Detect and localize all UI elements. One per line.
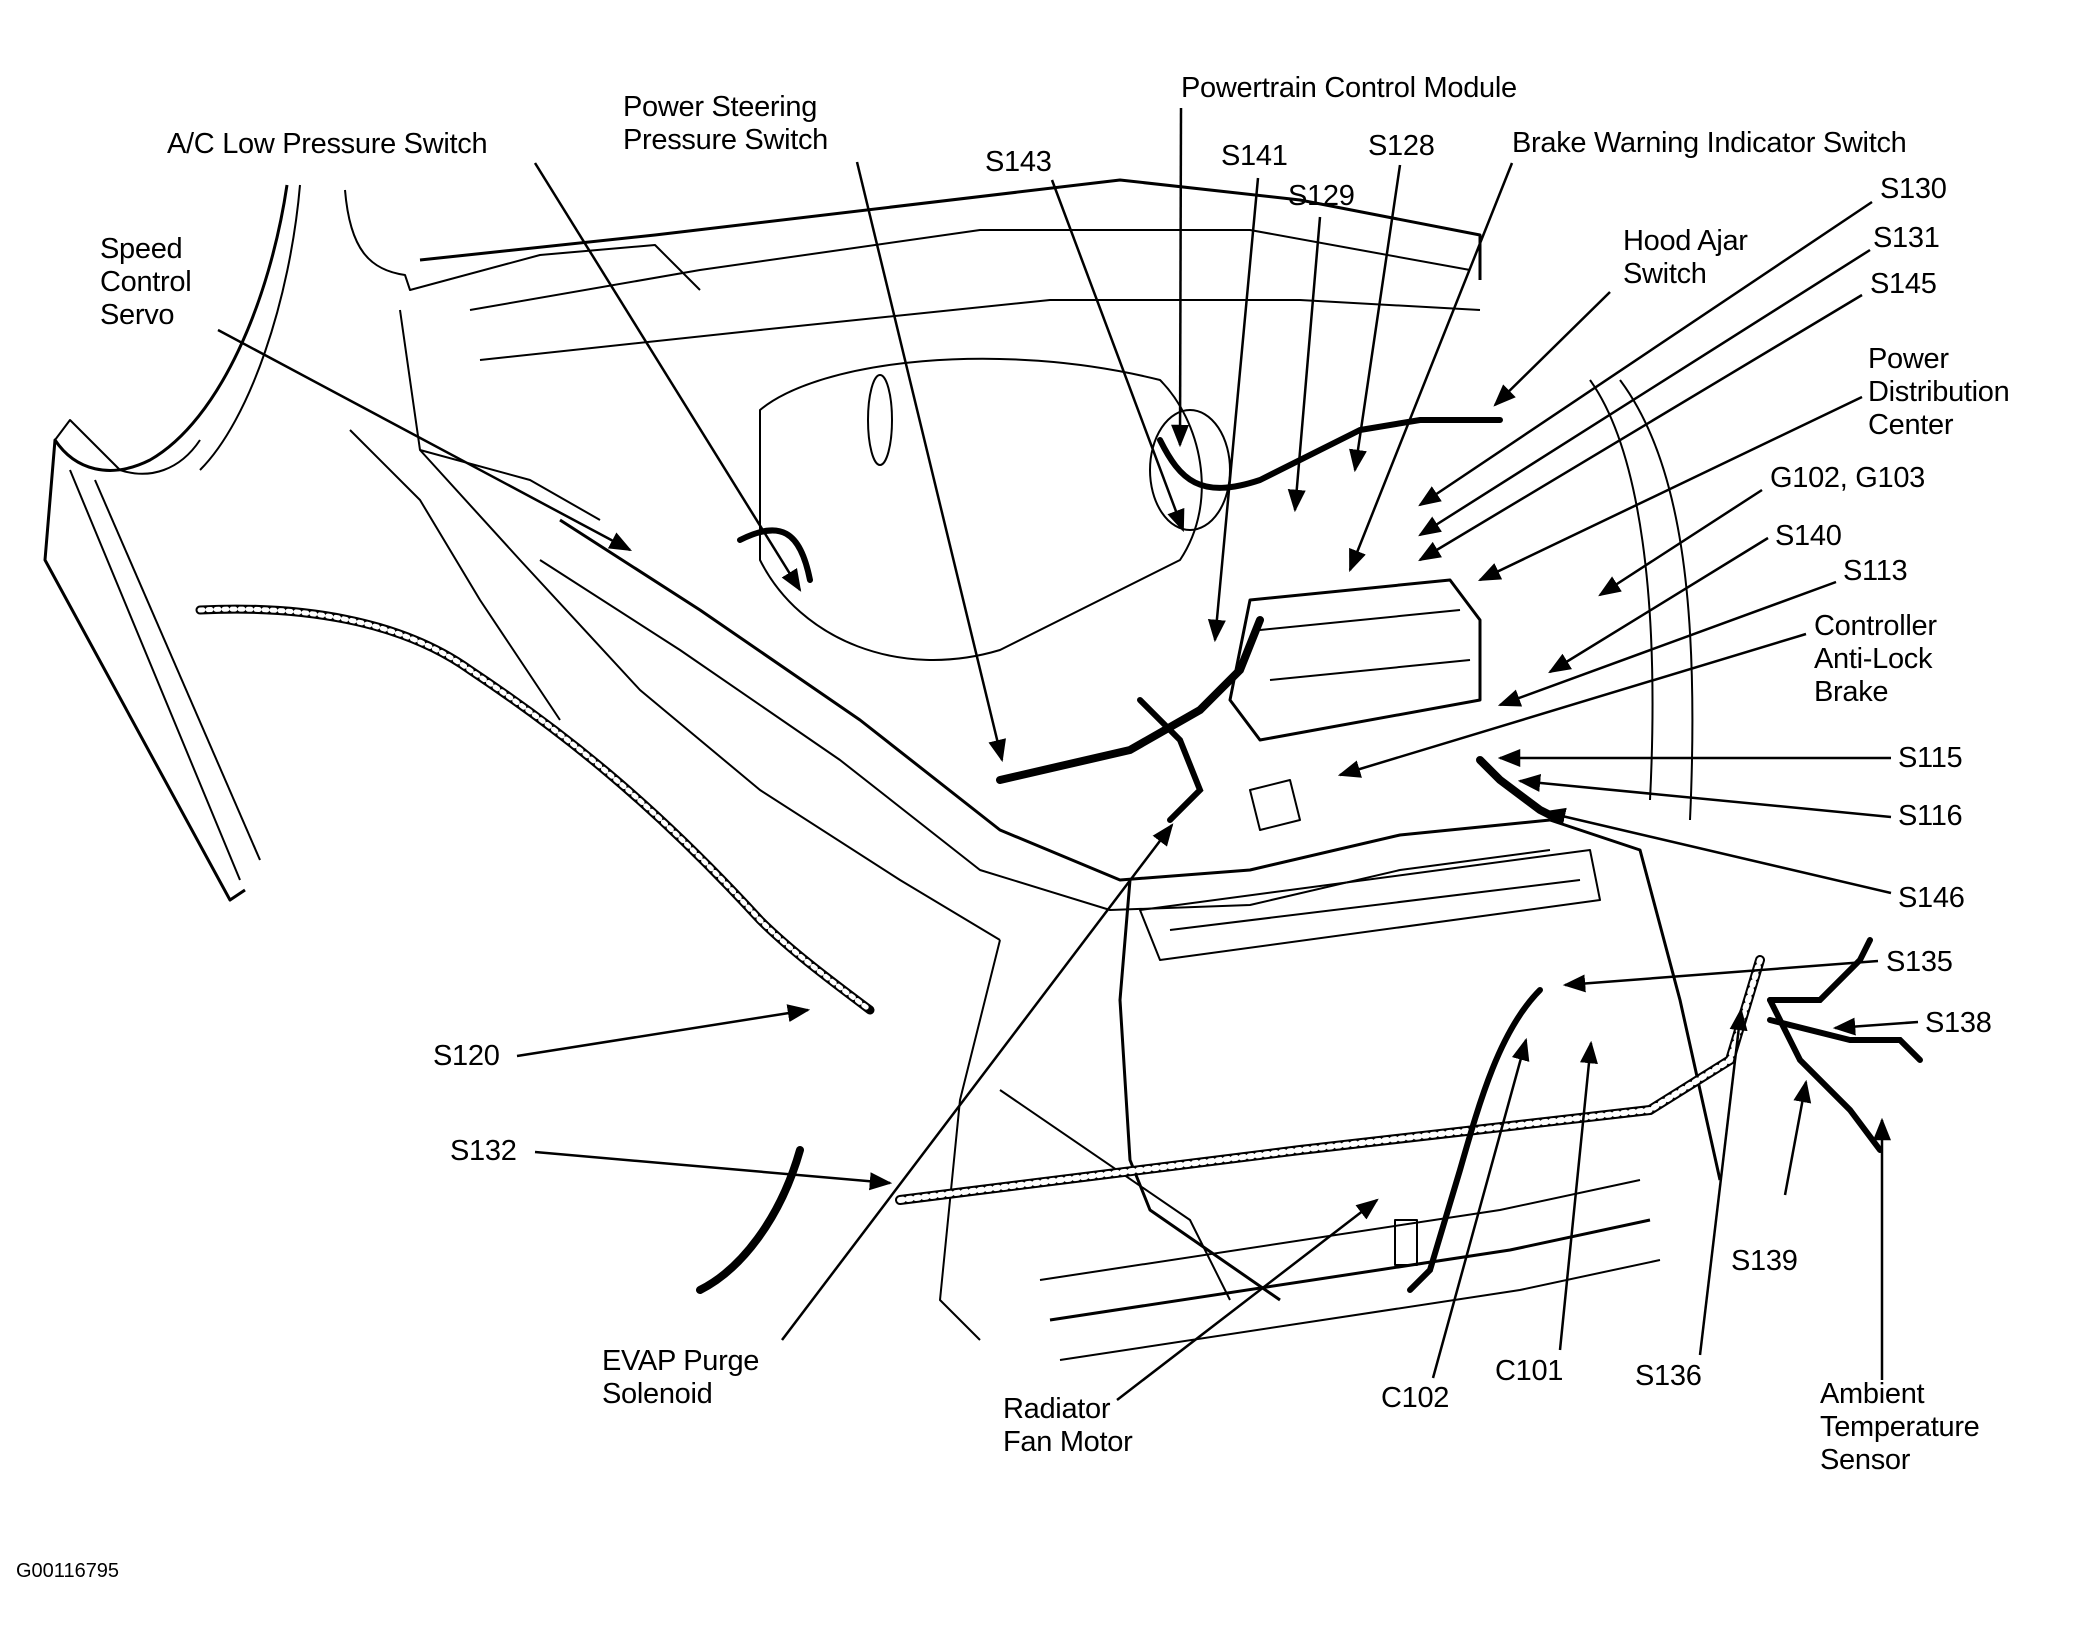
leader-s132 [534,1150,893,1191]
label-s113: S113 [1843,555,1908,587]
leader-pdc [1477,395,1863,582]
label-power-distribution-center: Power Distribution Center [1868,343,2010,441]
leader-s143 [1050,179,1185,533]
label-ambient-temperature-sensor: Ambient Temperature Sensor [1820,1378,1980,1476]
label-s115: S115 [1898,742,1963,774]
leader-s120 [516,1004,811,1058]
leader-brake-warning [1348,162,1514,573]
label-s128: S128 [1368,130,1435,162]
label-s146: S146 [1898,882,1965,914]
leader-c102 [1431,1037,1530,1379]
leader-g102-g103 [1598,488,1763,597]
label-s136: S136 [1635,1360,1702,1392]
label-s130: S130 [1880,173,1947,205]
label-s135: S135 [1886,946,1953,978]
label-s116: S116 [1898,800,1963,832]
label-brake-warning-indicator-switch: Brake Warning Indicator Switch [1512,127,1907,159]
label-s132: S132 [450,1135,517,1167]
label-c101: C101 [1495,1355,1564,1387]
leader-s116 [1517,773,1892,819]
label-s145: S145 [1870,268,1937,300]
leader-s140 [1548,536,1769,674]
leader-ac-low-pressure [533,162,802,592]
leader-power-steering [855,161,1006,763]
leader-s141 [1207,177,1260,643]
figure-id: G00116795 [16,1560,120,1582]
leader-s139 [1783,1079,1812,1196]
label-radiator-fan-motor: Radiator Fan Motor [1003,1393,1133,1458]
leader-s146 [1542,807,1892,895]
leader-s145 [1418,293,1863,562]
label-s129: S129 [1288,180,1355,212]
leader-s136 [1698,1007,1748,1356]
leader-evap [781,823,1174,1341]
leader-s113 [1497,580,1837,707]
leader-lines [217,107,1919,1401]
leader-c101 [1558,1040,1598,1351]
label-controller-anti-lock-brake: Controller Anti-Lock Brake [1814,610,1937,708]
leader-pcm [1171,107,1190,448]
label-s141: S141 [1221,140,1288,172]
label-evap-purge-solenoid: EVAP Purge Solenoid [602,1345,760,1410]
leader-s130 [1418,200,1873,507]
leader-s135 [1562,959,1879,993]
body-structure [43,178,1722,1361]
label-hood-ajar-switch: Hood Ajar Switch [1623,225,1748,290]
label-speed-control-servo: Speed Control Servo [100,233,192,331]
leader-s129 [1287,216,1322,513]
label-s138: S138 [1925,1007,1992,1039]
label-power-steering-pressure-switch: Power Steering Pressure Switch [623,91,829,156]
label-g102-g103: G102, G103 [1770,462,1925,494]
label-ac-low-pressure-switch: A/C Low Pressure Switch [167,128,488,160]
leader-s138 [1832,1017,1919,1036]
label-s131: S131 [1873,222,1940,254]
leader-abs [1337,632,1807,778]
label-c102: C102 [1381,1382,1450,1414]
label-s143: S143 [985,146,1052,178]
label-s120: S120 [433,1040,500,1072]
label-powertrain-control-module: Powertrain Control Module [1181,72,1517,104]
label-s140: S140 [1775,520,1842,552]
leader-speed-control-servo [217,328,632,552]
leader-hood-ajar [1493,291,1611,407]
leader-s128 [1349,164,1402,473]
leader-s131 [1418,248,1871,537]
leader-radiator-fan [1116,1198,1379,1401]
label-s139: S139 [1731,1245,1798,1277]
